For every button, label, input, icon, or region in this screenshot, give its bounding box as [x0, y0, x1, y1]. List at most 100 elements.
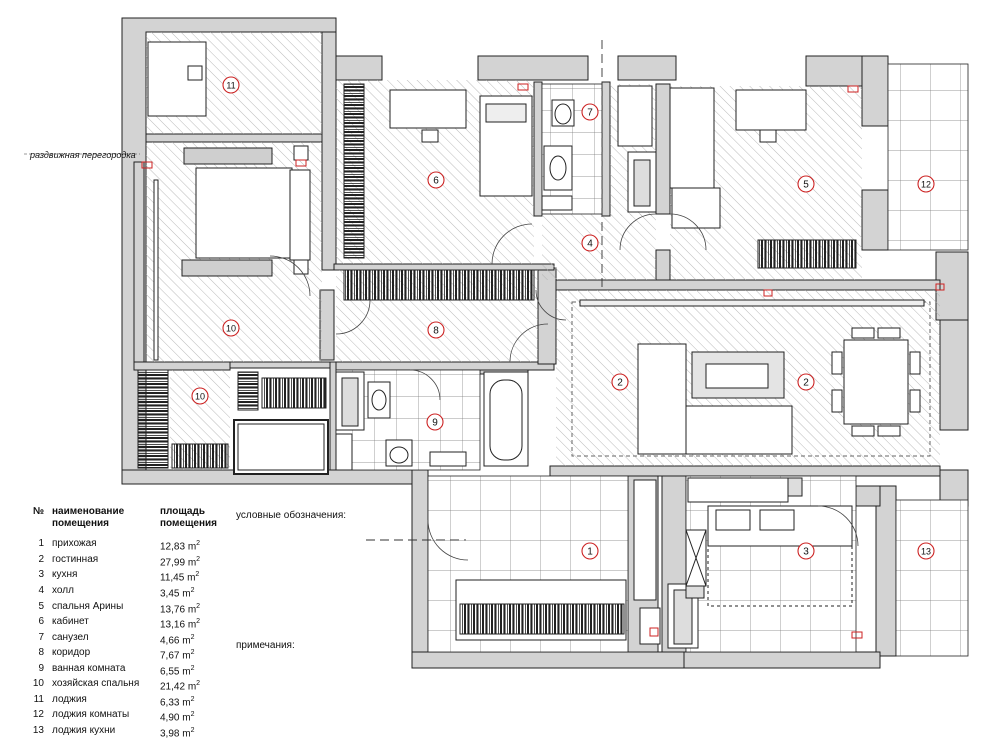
room-marker-label: 3 [803, 547, 809, 558]
schedule-area: 6,33 m2 [160, 695, 195, 709]
schedule-row: 11 лоджия 6,33 m2 [30, 694, 230, 710]
schedule-num: 6 [38, 616, 44, 628]
room-marker-label: 11 [226, 81, 235, 91]
schedule-area: 4,66 m2 [160, 633, 195, 646]
schedule-num: 12 [32, 709, 44, 721]
schedule-area: 13,76 m2 [160, 602, 201, 615]
schedule-num: 10 [32, 678, 44, 690]
schedule-area: 27,99 m2 [160, 555, 201, 569]
room-marker: 6 [427, 171, 445, 189]
room-marker: 2 [611, 373, 629, 391]
schedule-row: 6 кабинет 13,16 m2 [30, 616, 230, 632]
room-marker-circle [426, 413, 444, 431]
schedule-name: спальня Арины [52, 600, 124, 612]
room-marker: 2 [797, 373, 815, 391]
header-name-2: помещения [52, 518, 109, 530]
schedule-num: 9 [38, 662, 44, 674]
doors [269, 213, 859, 561]
room-marker-circle [611, 373, 629, 391]
schedule-num: 1 [38, 538, 44, 550]
schedule-name: кухня [52, 569, 78, 581]
schedule-row: 1 прихожая 12,83 m2 [30, 538, 230, 554]
room-marker-label: 2 [617, 378, 623, 389]
schedule-area: 13,16 m2 [160, 618, 201, 631]
schedule-name: лоджия кухни [52, 724, 116, 736]
schedule-name: ванная комната [52, 662, 126, 674]
header-num: № [32, 506, 44, 517]
room-marker: 4 [581, 234, 599, 252]
room-marker: 11 [222, 76, 240, 94]
schedule-name: лоджия [52, 693, 87, 705]
schedule-num: 8 [38, 647, 44, 659]
schedule-name: прихожая [52, 538, 97, 550]
schedule-num: 3 [38, 569, 44, 581]
schedule-num: 11 [33, 693, 44, 705]
schedule-name: санузел [52, 631, 89, 643]
room-marker-circle [191, 387, 209, 405]
room-marker-label: 6 [433, 176, 439, 187]
room-marker: 8 [427, 321, 445, 339]
room-marker: 13 [917, 542, 935, 560]
room-marker-circle [917, 175, 935, 193]
header-area-2: помещения [160, 518, 217, 530]
schedule-row: 9 ванная комната 6,55 m2 [30, 663, 230, 679]
room-marker-label: 4 [587, 239, 593, 250]
furniture [137, 41, 931, 649]
room-schedule: № наименование площадь помещения помещен… [30, 506, 230, 740]
schedule-row: 12 лоджия комнаты 4,90 m2 [30, 709, 230, 725]
header-area: площадь [160, 506, 205, 517]
room-marker-circle [427, 171, 445, 189]
schedule-name: холл [52, 585, 74, 596]
room-marker: 1 [581, 542, 599, 560]
schedule-area: 7,67 m2 [160, 649, 195, 662]
schedule-num: 4 [38, 585, 44, 596]
room-marker: 10 [222, 319, 240, 337]
legend-title: условные обозначения: [236, 510, 347, 521]
schedule-name: лоджия комнаты [52, 709, 130, 721]
schedule-area: 3,45 m2 [160, 587, 195, 600]
room-marker-label: 10 [226, 324, 236, 334]
room-marker-label: 7 [587, 108, 593, 119]
header-name: наименование [52, 506, 125, 517]
schedule-area: 12,83 m2 [160, 540, 201, 553]
schedule-area: 6,55 m2 [160, 664, 195, 677]
schedule-header: № наименование площадь [30, 506, 230, 518]
schedule-header-2: помещения помещения [30, 518, 230, 530]
schedule-name: кабинет [52, 616, 89, 628]
room-marker-label: 10 [195, 392, 205, 402]
room-marker-label: 8 [433, 326, 439, 337]
room-marker-circle [797, 542, 815, 560]
room-marker: 7 [581, 103, 599, 121]
room-marker: 9 [426, 413, 444, 431]
sockets [141, 83, 945, 639]
schedule-row: 4 холл 3,45 m2 [30, 585, 230, 601]
schedule-num: 13 [32, 724, 44, 736]
room-marker-label: 1 [587, 547, 593, 558]
room-marker: 10 [191, 387, 209, 405]
schedule-area: 4,90 m2 [160, 711, 195, 724]
room-marker: 3 [797, 542, 815, 560]
room-marker-circle [581, 103, 599, 121]
room-marker-label: 12 [921, 180, 931, 190]
schedule-row: 8 коридор 7,67 m2 [30, 647, 230, 663]
room-marker: 12 [917, 175, 935, 193]
axis-lines [366, 40, 603, 541]
room-marker-label: 13 [921, 547, 931, 557]
schedule-num: 7 [38, 631, 44, 643]
notes-title: примечания: [236, 640, 295, 651]
room-marker-circle [797, 373, 815, 391]
schedule-area: 3,98 m2 [160, 726, 195, 740]
schedule-name: гостинная [52, 553, 99, 565]
room-marker-circle [222, 76, 240, 94]
room-marker-circle [581, 542, 599, 560]
schedule-name: коридор [52, 647, 91, 659]
room-marker-circle [917, 542, 935, 560]
room-marker-circle [797, 175, 815, 193]
room-marker-label: 9 [432, 418, 438, 429]
walls [121, 17, 969, 669]
